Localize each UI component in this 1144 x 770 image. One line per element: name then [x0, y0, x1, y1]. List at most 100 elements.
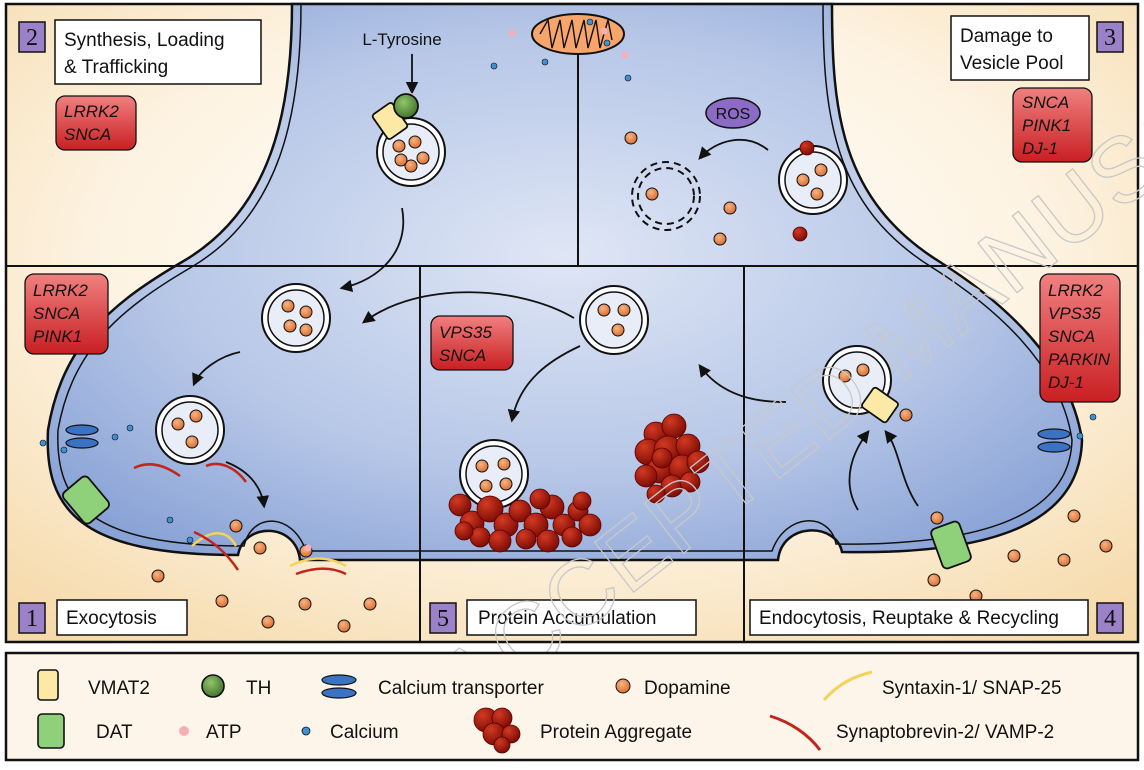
- panel-number-badge-4: 4: [1096, 602, 1124, 634]
- svg-text:SNCA: SNCA: [64, 125, 111, 144]
- legend-label-calcium: Calcium: [330, 722, 399, 743]
- svg-text:PARKIN: PARKIN: [1048, 350, 1111, 369]
- ros-label: ROS: [716, 106, 751, 123]
- calcium-transporter-icon: [65, 424, 99, 449]
- svg-text:4: 4: [1104, 606, 1116, 632]
- protein-aggregate: [792, 226, 808, 242]
- dopamine-icon: [810, 187, 824, 201]
- calcium-icon: [1076, 432, 1084, 440]
- dopamine-icon: [930, 511, 944, 525]
- legend-label-dopamine: Dopamine: [644, 678, 731, 699]
- vmat2-icon: [861, 386, 899, 424]
- atp-icon: [508, 29, 516, 37]
- calcium-icon: [586, 18, 594, 26]
- gene-box-panel-3: SNCA PINK1 DJ-1: [1012, 87, 1093, 163]
- svg-text:VPS35: VPS35: [439, 323, 492, 342]
- svg-text:5: 5: [437, 606, 449, 632]
- dopamine-icon: [171, 417, 185, 431]
- dopamine-icon: [298, 597, 312, 611]
- dopamine-icon: [416, 151, 430, 165]
- synaptobrevin-icon: [193, 530, 240, 571]
- dopamine-icon: [229, 519, 243, 533]
- dopamine-icon: [899, 408, 913, 422]
- panel-3-title-line-1: Damage to: [960, 26, 1053, 47]
- syntaxin-icon: [191, 532, 238, 547]
- calcium-icon: [1089, 413, 1097, 421]
- synaptobrevin-icon: [205, 462, 248, 483]
- panel-number-badge-2: 2: [18, 21, 46, 53]
- dopamine-icon: [723, 201, 737, 215]
- calcium-icon: [166, 516, 174, 524]
- ros-badge: ROS: [705, 97, 761, 129]
- dopamine-icon: [1099, 539, 1113, 553]
- synaptobrevin-icon: [133, 463, 181, 478]
- panel-4-title: Endocytosis, Reuptake & Recycling: [749, 599, 1089, 636]
- dopamine-icon: [281, 299, 295, 313]
- panel-2-title-line-2: & Trafficking: [64, 57, 168, 78]
- panel-5-title-text: Protein Accumulation: [478, 608, 657, 629]
- atp-icon: [179, 726, 189, 736]
- dopamine-icon: [253, 541, 267, 555]
- legend-label-protein-aggregate: Protein Aggregate: [540, 722, 692, 743]
- dopamine-icon: [1057, 553, 1071, 567]
- damaged-vesicle: [631, 161, 701, 231]
- dopamine-icon: [151, 569, 165, 583]
- atp-icon: [304, 544, 312, 552]
- calcium-icon: [301, 726, 311, 736]
- dat-icon: [37, 713, 65, 749]
- dopamine-icon: [615, 678, 631, 694]
- vmat2-icon: [37, 669, 59, 701]
- atp-icon: [600, 27, 608, 35]
- legend: VMAT2 TH Calcium transporter Dopamine Sy…: [37, 669, 1062, 754]
- th-icon: [201, 674, 225, 698]
- panel-5-title: Protein Accumulation: [466, 599, 697, 636]
- dopamine-icon: [408, 135, 422, 149]
- dopamine-icon: [299, 305, 313, 319]
- calcium-transporter-icon: [1037, 428, 1071, 453]
- dopamine-icon: [215, 594, 229, 608]
- gene-box-panel-2: LRRK2 SNCA: [55, 95, 137, 151]
- dat-icon: [62, 475, 110, 525]
- svg-text:2: 2: [26, 25, 38, 51]
- dopamine-icon: [475, 459, 489, 473]
- th-icon: [393, 93, 419, 119]
- svg-text:PINK1: PINK1: [33, 327, 82, 346]
- dopamine-icon: [814, 163, 828, 177]
- protein-aggregate: [448, 488, 602, 553]
- panel-1-title: Exocytosis: [56, 599, 188, 636]
- panel-number-badge-1: 1: [18, 602, 46, 634]
- svg-text:LRRK2: LRRK2: [1048, 281, 1103, 300]
- dopamine-icon: [404, 159, 418, 173]
- panel-dividers: [6, 36, 1138, 642]
- panel-number-badge-3: 3: [1096, 21, 1124, 53]
- gene-box-panel-5: VPS35 SNCA: [430, 315, 514, 371]
- dat-icon: [930, 520, 972, 570]
- protein-aggregate-icon: [473, 707, 521, 754]
- l-tyrosine-label: L-Tyrosine: [362, 30, 441, 49]
- calcium-icon: [624, 74, 632, 82]
- panel-3-title: Damage to Vesicle Pool: [950, 15, 1090, 81]
- dopamine-icon: [927, 573, 941, 587]
- svg-text:DJ-1: DJ-1: [1022, 139, 1058, 158]
- dopamine-icon: [261, 615, 275, 629]
- synaptic-vesicle: [459, 439, 529, 509]
- svg-text:LRRK2: LRRK2: [33, 281, 88, 300]
- synaptic-vesicle: [778, 145, 848, 215]
- syntaxin-icon: [822, 670, 873, 701]
- dopamine-icon: [185, 435, 199, 449]
- dopamine-icon: [617, 303, 631, 317]
- pathway-arrows: [192, 54, 919, 511]
- calcium-icon: [60, 446, 68, 454]
- dopamine-icon: [299, 323, 313, 337]
- dopamine-icon: [611, 323, 625, 337]
- svg-text:PINK1: PINK1: [1022, 116, 1071, 135]
- legend-label-atp: ATP: [206, 722, 242, 743]
- svg-text:SNCA: SNCA: [439, 346, 486, 365]
- calcium-icon: [186, 536, 194, 544]
- calcium-icon: [39, 439, 47, 447]
- dopamine-icon: [499, 477, 513, 491]
- protein-aggregate: [799, 140, 815, 156]
- panel-number-badge-5: 5: [429, 602, 457, 634]
- calcium-icon: [541, 58, 549, 66]
